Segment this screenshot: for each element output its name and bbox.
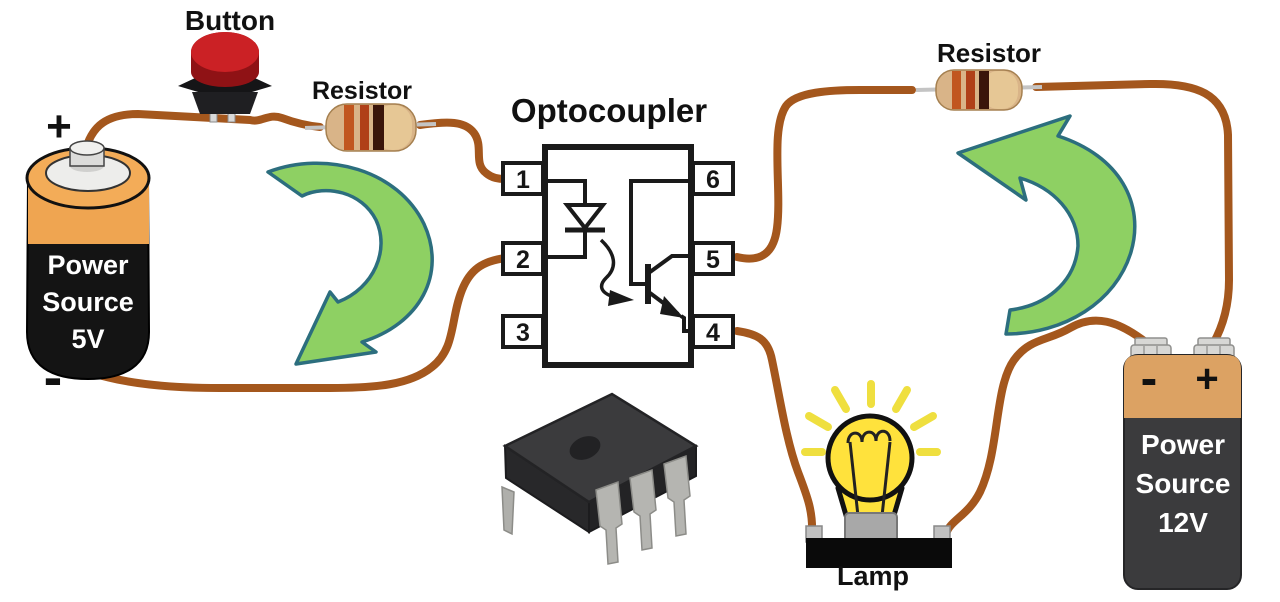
flow-arrow-right-icon [956, 114, 1137, 336]
pin-box-1 [501, 161, 545, 196]
resistor-right-label: Resistor [936, 38, 1042, 68]
resistor-left-label: Resistor [311, 77, 413, 105]
dip-chip-photo [501, 392, 699, 565]
battery5-label-line3: 5V [71, 324, 105, 354]
pin-box-5 [691, 241, 735, 276]
wire-resistor-to-pin1 [416, 118, 510, 183]
push-button-graphic [178, 32, 272, 123]
wire-pin4-to-lamp [733, 327, 817, 538]
current-flow-arrows [266, 114, 1137, 366]
wire-battery5-to-button-to-resistor [79, 109, 324, 166]
battery12-label-line2: Source [1135, 468, 1231, 499]
wires [79, 79, 1234, 538]
wire-pin5-to-resistor-right [733, 86, 916, 263]
wire-resistor-right-to-battery12-plus [1032, 79, 1234, 348]
optocoupler-schematic [501, 144, 735, 368]
battery12-plus-sign: + [1195, 357, 1219, 401]
battery5-label: Power Source 5V [28, 247, 148, 358]
battery-5v-graphic [25, 140, 151, 381]
battery5-label-line1: Power [47, 250, 129, 280]
pin-number-3: 3 [516, 319, 530, 347]
pin-number-6: 6 [706, 166, 720, 194]
battery5-plus-sign: + [46, 102, 72, 151]
pin-box-2 [501, 241, 545, 276]
battery-12v-graphic [1123, 337, 1242, 590]
optocoupler-label: Optocoupler [510, 92, 708, 129]
pin-box-6 [691, 161, 735, 196]
wire-battery12-minus-to-lamp [942, 316, 1152, 538]
battery12-minus-sign: - [1140, 350, 1158, 406]
lamp-rays [801, 380, 941, 456]
battery12-label-line3: 12V [1158, 507, 1208, 538]
lamp-icon [801, 380, 952, 568]
battery12-label-line1: Power [1140, 429, 1226, 460]
resistor-right-icon [915, 69, 1043, 111]
pin-number-2: 2 [516, 246, 530, 274]
pin-box-3 [501, 314, 545, 349]
pin-number-4: 4 [706, 319, 720, 347]
battery5-label-line2: Source [42, 287, 134, 317]
flow-arrow-left-icon [266, 161, 434, 366]
pin-number-5: 5 [706, 246, 720, 274]
wire-pin2-to-battery5-minus [80, 254, 510, 392]
battery12-label: Power Source 12V [1126, 425, 1240, 542]
battery5-minus-sign: - [43, 345, 63, 408]
button-label: Button [184, 5, 276, 36]
lamp-label: Lamp [836, 561, 909, 591]
pin-number-1: 1 [516, 166, 530, 194]
resistor-left-icon [304, 103, 437, 152]
light-arrow-icon [599, 238, 634, 306]
